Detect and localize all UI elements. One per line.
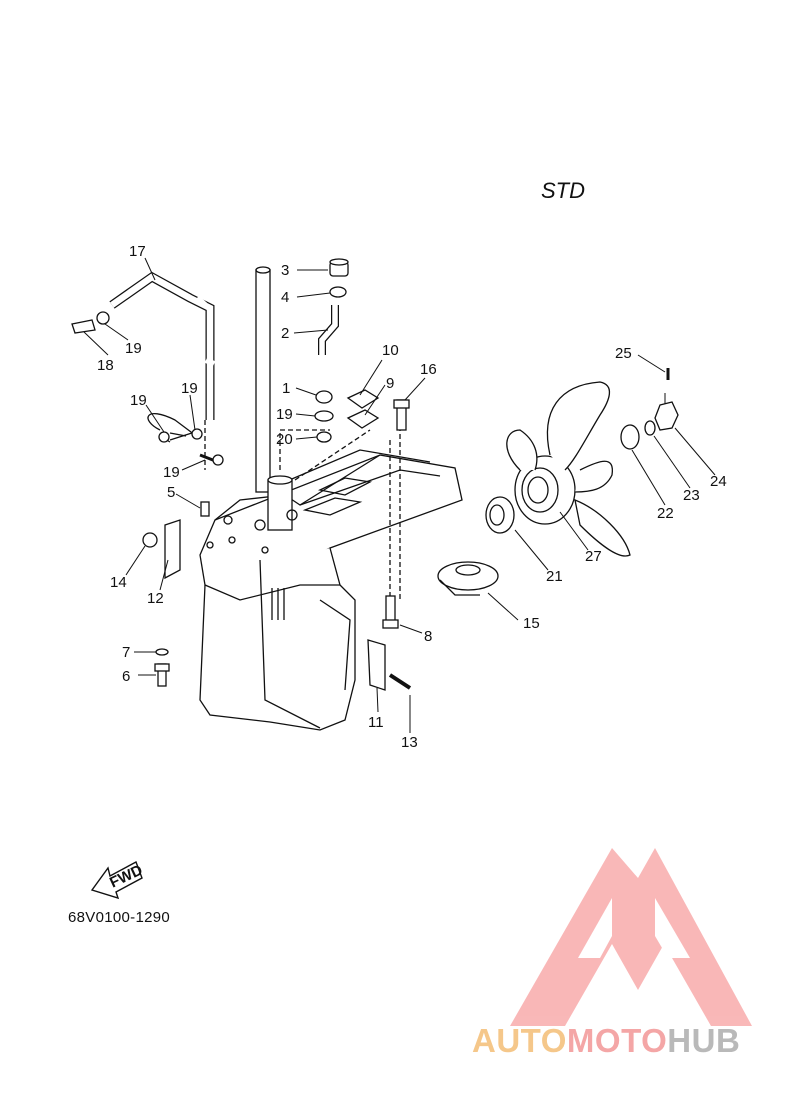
watermark-text: AUTOMOTOHUB — [472, 1022, 740, 1060]
drawing-code: 68V0100-1290 — [68, 909, 171, 926]
variant-label: STD — [541, 178, 585, 203]
callout-27: 27 — [585, 548, 602, 565]
propeller — [506, 381, 631, 557]
gear-case — [199, 449, 463, 731]
callout-15: 15 — [523, 615, 540, 632]
callout-11: 11 — [368, 714, 384, 731]
driveshaft — [255, 266, 271, 493]
callout-18: 18 — [97, 357, 114, 374]
callout-16: 16 — [420, 361, 437, 378]
callout-19c: 19 — [181, 380, 198, 397]
callout-17: 17 — [129, 243, 146, 260]
callout-labels: 3 4 2 1 19 20 10 9 16 17 19 18 19 19 19 … — [97, 243, 727, 751]
callout-19a: 19 — [125, 340, 142, 357]
thrust-washer — [437, 561, 499, 596]
callout-5: 5 — [167, 484, 175, 501]
callout-2: 2 — [281, 325, 289, 342]
callout-9: 9 — [386, 375, 394, 392]
callout-26: 25 — [615, 345, 632, 362]
callout-20: 20 — [276, 431, 293, 448]
callout-24: 23 — [683, 487, 700, 504]
callout-1: 1 — [282, 380, 290, 397]
callout-23: 22 — [657, 505, 674, 522]
dashed-leaders — [204, 410, 401, 600]
callout-6: 6 — [122, 668, 130, 685]
callout-21: 19 — [276, 406, 293, 423]
callout-22: 21 — [546, 568, 563, 585]
watermark-auto: AUTO — [472, 1022, 567, 1059]
callout-leaders — [83, 257, 716, 733]
watermark-moto: MOTO — [566, 1022, 668, 1059]
callout-12: 12 — [147, 590, 164, 607]
watermark-logo — [510, 848, 752, 1026]
callout-4: 4 — [281, 289, 289, 306]
water-hose — [109, 271, 216, 420]
callout-25: 24 — [710, 473, 727, 490]
callout-13: 13 — [401, 734, 418, 751]
watermark-hub: HUB — [667, 1022, 741, 1059]
callout-10: 10 — [382, 342, 399, 359]
fwd-arrow-icon: FWD — [90, 861, 145, 900]
callout-19b: 19 — [130, 392, 147, 409]
callout-19d: 19 — [163, 464, 180, 481]
callout-8: 8 — [424, 628, 432, 645]
callout-7: 7 — [122, 644, 130, 661]
callout-14: 14 — [110, 574, 127, 591]
parts-drawing — [71, 258, 679, 731]
callout-3: 3 — [281, 262, 289, 279]
